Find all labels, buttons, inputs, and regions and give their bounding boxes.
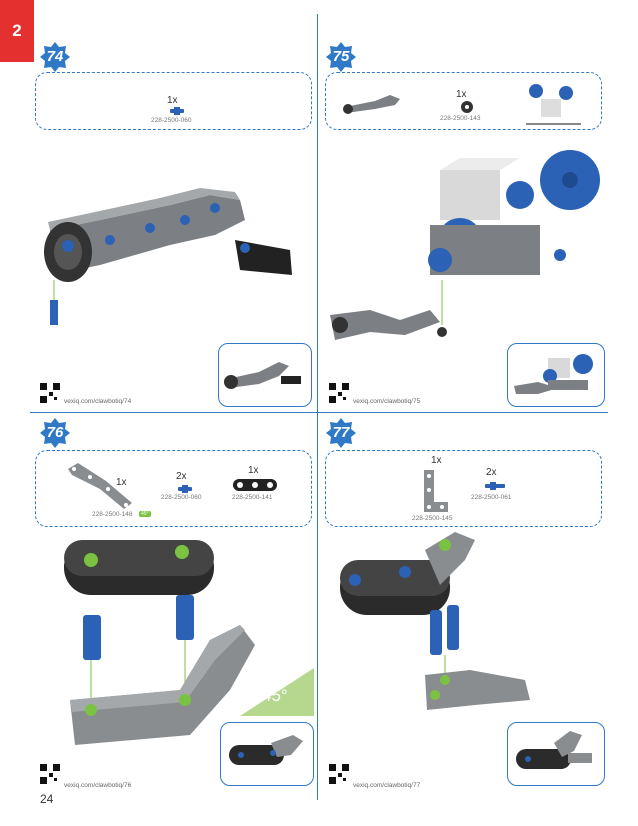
step-74-url[interactable]: vexiq.com/clawbotiq/74 — [64, 398, 132, 405]
claw-arm-thumbnail — [343, 95, 400, 114]
part-number: 228-2500-061 — [471, 494, 512, 501]
page-number: 24 — [40, 792, 54, 806]
part-qty: 1x — [456, 89, 467, 100]
step-76-number: 76 — [46, 424, 64, 441]
step-77-url[interactable]: vexiq.com/clawbotiq/77 — [353, 782, 421, 789]
qr-code-icon[interactable] — [40, 764, 60, 784]
step-76-badge: 76 — [40, 418, 70, 448]
step-75-url[interactable]: vexiq.com/clawbotiq/75 — [353, 398, 421, 405]
step-74-result-inset — [218, 343, 312, 407]
connector-pin-icon — [170, 107, 184, 115]
chapter-number: 2 — [12, 21, 22, 40]
part-qty: 1x — [116, 477, 127, 488]
step-77-badge: 77 — [326, 418, 356, 448]
washer-icon — [461, 101, 473, 113]
qr-code-icon[interactable] — [329, 764, 349, 784]
step-76-parts-box: 1x 228-2500-148 45° 2x 228-2500-060 1x 2… — [35, 450, 312, 527]
angled-beam-icon — [68, 463, 132, 509]
step-75-number: 75 — [332, 48, 350, 65]
part-qty: 1x — [248, 465, 259, 476]
step-74-number: 74 — [46, 48, 64, 65]
step-75-result-inset — [507, 343, 605, 407]
step-74-badge: 74 — [40, 42, 70, 72]
angle-label: 45° — [262, 686, 288, 705]
part-number: 228-2500-145 — [412, 515, 453, 522]
step-77-number: 77 — [332, 424, 350, 441]
part-qty: 2x — [176, 471, 187, 482]
step-76-assembly-illustration — [64, 540, 255, 745]
step-75-assembly-illustration — [330, 150, 600, 340]
connector-pin-icon — [485, 482, 505, 490]
step-76-url[interactable]: vexiq.com/clawbotiq/76 — [64, 782, 132, 789]
step-74-parts-box: 1x 228-2500-060 — [35, 72, 312, 130]
qr-code-icon[interactable] — [40, 383, 60, 403]
angle-indicator: 45° — [240, 668, 314, 716]
l-beam-icon — [424, 470, 448, 512]
beam-icon — [233, 479, 277, 491]
qr-code-icon[interactable] — [329, 383, 349, 403]
part-qty: 1x — [167, 95, 178, 106]
step-75-parts-box: 1x 228-2500-143 — [325, 72, 602, 130]
horizontal-divider — [30, 412, 608, 413]
part-number: 228-2500-060 — [151, 117, 192, 124]
connector-pin-icon — [178, 485, 192, 493]
step-77-result-inset — [507, 722, 605, 786]
step-74-assembly-illustration — [44, 188, 292, 325]
part-number: 228-2500-143 — [440, 115, 481, 122]
part-number: 228-2500-148 — [92, 511, 133, 518]
chapter-tab: 2 — [0, 0, 34, 62]
angle-tag: 45° — [139, 511, 151, 517]
step-75-badge: 75 — [326, 42, 356, 72]
part-number: 228-2500-141 — [232, 494, 273, 501]
vertical-divider — [317, 14, 318, 800]
step-77-parts-box: 1x 228-2500-145 2x 228-2500-061 — [325, 450, 602, 527]
part-qty: 1x — [431, 455, 442, 466]
part-number: 228-2500-060 — [161, 494, 202, 501]
step-76-result-inset — [220, 722, 314, 786]
robot-thumbnail — [526, 84, 581, 125]
step-77-assembly-illustration — [340, 532, 530, 710]
part-qty: 2x — [486, 467, 497, 478]
